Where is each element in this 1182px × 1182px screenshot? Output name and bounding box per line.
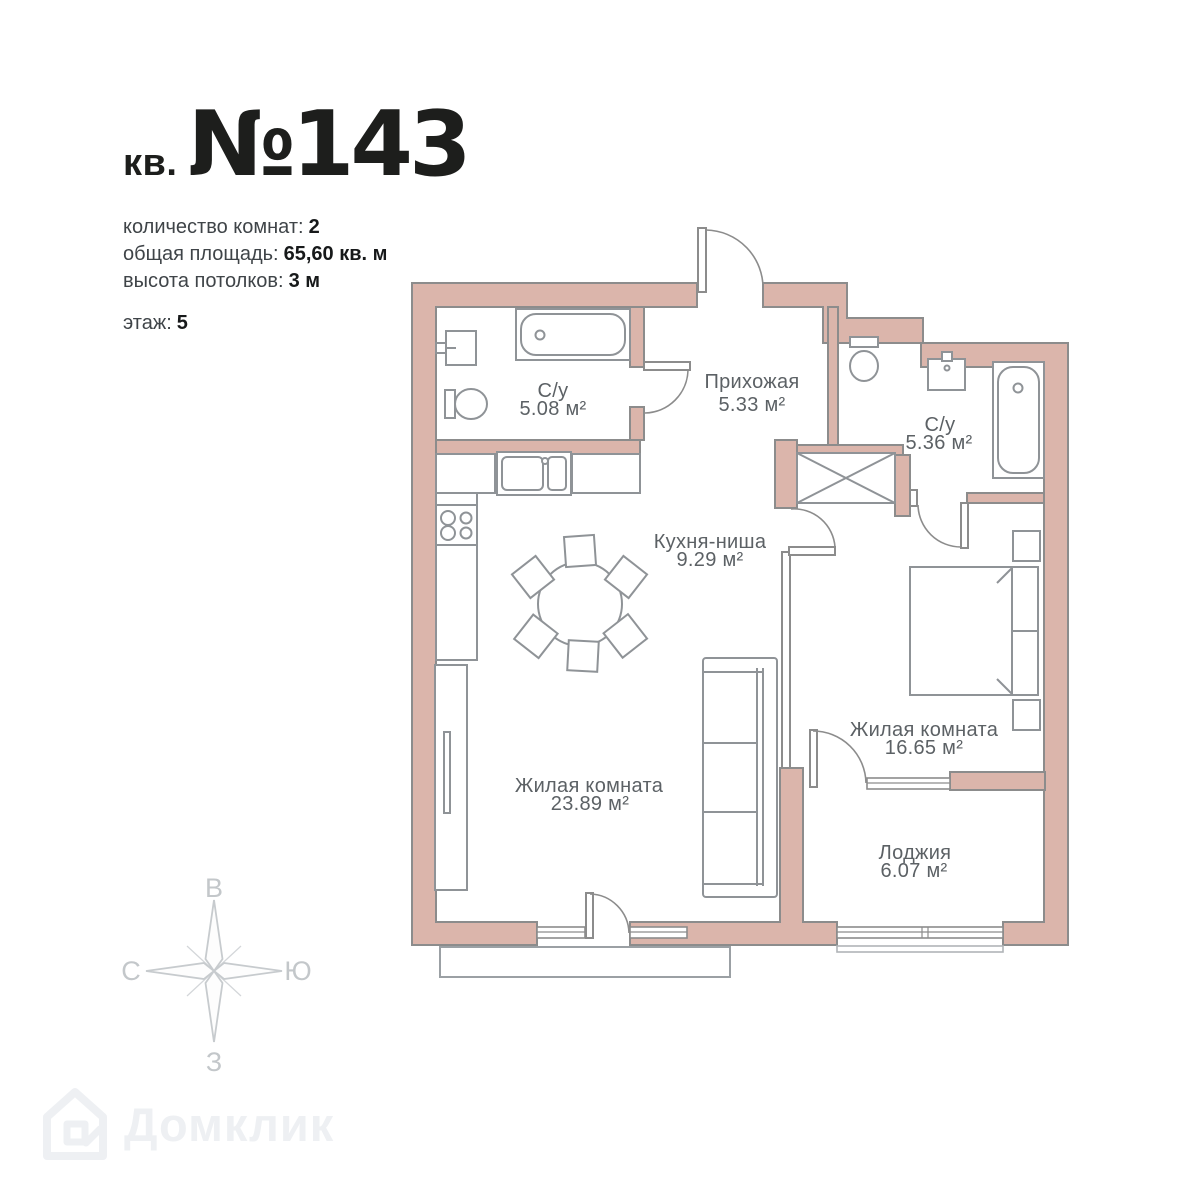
detail-rooms-value: 2 xyxy=(308,216,320,238)
room-label-loggia: Лоджия xyxy=(879,842,952,864)
ventilation-shaft xyxy=(796,452,896,504)
wall-door-jamb xyxy=(909,489,918,507)
living-room-furniture xyxy=(434,657,778,898)
bathtub xyxy=(992,361,1045,479)
apartment-title: кв. №143 xyxy=(123,92,472,197)
loggia-door xyxy=(809,729,867,788)
loggia-railing xyxy=(836,945,1004,953)
bedroom-corridor-door xyxy=(788,508,836,556)
room-area-hallway: 5.33 м² xyxy=(719,394,786,416)
toilet xyxy=(444,388,488,420)
nightstand xyxy=(1012,530,1041,562)
detail-floor-value: 5 xyxy=(176,312,188,334)
bedroom-furniture xyxy=(909,530,1041,731)
wall-partition-living-bedroom xyxy=(781,551,791,769)
chair xyxy=(602,612,649,660)
room-label-hallway: Прихожая xyxy=(704,371,799,393)
chair xyxy=(603,554,649,600)
compass-label-south: Ю xyxy=(284,956,311,986)
bed xyxy=(909,566,1039,696)
detail-ceiling-value: 3 м xyxy=(288,270,321,292)
apartment-header: кв. №143 количество комнат:2 общая площа… xyxy=(123,92,472,335)
wall-bathroom2-bottom xyxy=(966,492,1045,504)
wall-bedroom-bottom xyxy=(949,771,1046,791)
apartment-details: количество комнат:2 общая площадь:65,60 … xyxy=(123,214,468,295)
wall-hallway-right xyxy=(827,306,839,448)
compass-needle-right xyxy=(212,962,283,980)
chair xyxy=(510,554,556,600)
room-area-bathroom2: 5.36 м² xyxy=(906,432,973,454)
chair xyxy=(566,639,600,673)
wardrobe xyxy=(434,664,468,891)
watermark: Домклик xyxy=(42,1086,334,1162)
sink xyxy=(435,330,477,366)
balcony-door xyxy=(585,892,630,939)
wall-loggia-left xyxy=(629,767,838,946)
room-area-loggia: 6.07 м² xyxy=(881,860,948,882)
balcony-railing xyxy=(439,946,731,978)
doors xyxy=(585,227,969,939)
chair xyxy=(562,533,598,569)
room-label-bathroom1: С/у xyxy=(538,380,569,402)
kitchen-fixtures xyxy=(435,451,649,673)
compass: В С Ю З xyxy=(121,873,311,1077)
compass-label-north: С xyxy=(121,956,141,986)
bathroom1-fixtures xyxy=(435,308,631,420)
compass-needle-left xyxy=(145,962,216,980)
wall-bathroom1-right-lower xyxy=(629,406,645,441)
wall-shaft-left xyxy=(774,439,798,509)
domclick-logo-icon xyxy=(43,1088,107,1160)
room-area-bathroom1: 5.08 м² xyxy=(520,398,587,420)
detail-rooms-label: количество комнат: xyxy=(123,216,304,238)
room-label-living: Жилая комната xyxy=(515,775,664,797)
room-area-bedroom: 16.65 м² xyxy=(885,737,963,759)
compass-needle-up xyxy=(204,899,224,973)
bathtub xyxy=(515,308,631,361)
detail-rooms: количество комнат:2 xyxy=(123,214,468,241)
bathroom2-door xyxy=(917,502,969,549)
windows xyxy=(439,777,1004,978)
detail-floor: этаж:5 xyxy=(123,312,468,335)
room-label-bathroom2: С/у xyxy=(925,414,956,436)
detail-area: общая площадь:65,60 кв. м xyxy=(123,241,468,268)
toilet xyxy=(849,336,879,382)
walls xyxy=(411,282,1069,946)
unit-number: №143 xyxy=(187,92,471,197)
detail-area-value: 65,60 кв. м xyxy=(283,243,388,265)
bathroom2-fixtures xyxy=(849,336,1045,479)
bathroom1-door xyxy=(643,361,691,414)
room-labels: С/у 5.08 м² Прихожая 5.33 м² С/у 5.36 м²… xyxy=(515,371,999,882)
unit-label: кв. xyxy=(123,142,178,184)
wall-right-outer xyxy=(762,282,1069,946)
domclick-logo-text: Домклик xyxy=(124,1097,335,1151)
compass-needle-down xyxy=(204,969,224,1043)
wall-shaft-right xyxy=(894,454,911,517)
chair xyxy=(512,613,560,660)
dining-chairs xyxy=(510,533,649,673)
room-label-kitchen: Кухня-ниша xyxy=(654,531,767,553)
entrance-door xyxy=(697,227,764,293)
wall-bathroom1-right-upper xyxy=(629,306,645,368)
compass-label-west: З xyxy=(206,1047,222,1077)
nightstand xyxy=(1012,699,1041,731)
room-area-kitchen: 9.29 м² xyxy=(677,549,744,571)
detail-area-label: общая площадь: xyxy=(123,243,279,265)
kitchen-sink xyxy=(496,451,572,496)
detail-ceiling-label: высота потолков: xyxy=(123,270,284,292)
stove xyxy=(435,504,478,546)
room-label-bedroom: Жилая комната xyxy=(850,719,999,741)
compass-label-east: В xyxy=(205,873,223,903)
sink xyxy=(927,351,966,391)
room-area-living: 23.89 м² xyxy=(551,793,629,815)
detail-floor-label: этаж: xyxy=(123,312,172,334)
sofa xyxy=(702,657,778,898)
detail-ceiling: высота потолков:3 м xyxy=(123,268,468,295)
